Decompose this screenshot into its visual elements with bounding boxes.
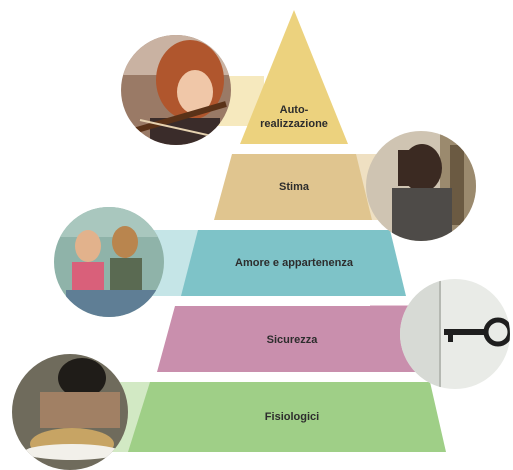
friends-photo (54, 207, 164, 317)
label-autorealizzazione: Auto- realizzazione (252, 103, 336, 131)
label-stima: Stima (234, 180, 354, 194)
level-stima (214, 154, 372, 220)
label-line: Sicurezza (266, 334, 318, 346)
label-line: Stima (279, 181, 309, 193)
level-sicurezza (157, 306, 428, 372)
label-line: Fisiologici (264, 411, 320, 423)
level-amore (181, 230, 406, 296)
key-lock-photo (400, 279, 510, 389)
violin-player-photo (121, 35, 231, 145)
label-sicurezza: Sicurezza (232, 333, 352, 347)
level-autorealizzazione (240, 10, 348, 144)
hungry-child-photo (12, 354, 128, 470)
label-amore: Amore e appartenenza (204, 256, 384, 270)
label-fisiologici: Fisiologici (232, 410, 352, 424)
label-line: Auto- (279, 104, 309, 116)
label-line: Amore e appartenenza (235, 257, 353, 269)
level-fisiologici (128, 382, 446, 452)
smiling-boy-photo (366, 131, 476, 241)
label-line: realizzazione (260, 118, 328, 130)
